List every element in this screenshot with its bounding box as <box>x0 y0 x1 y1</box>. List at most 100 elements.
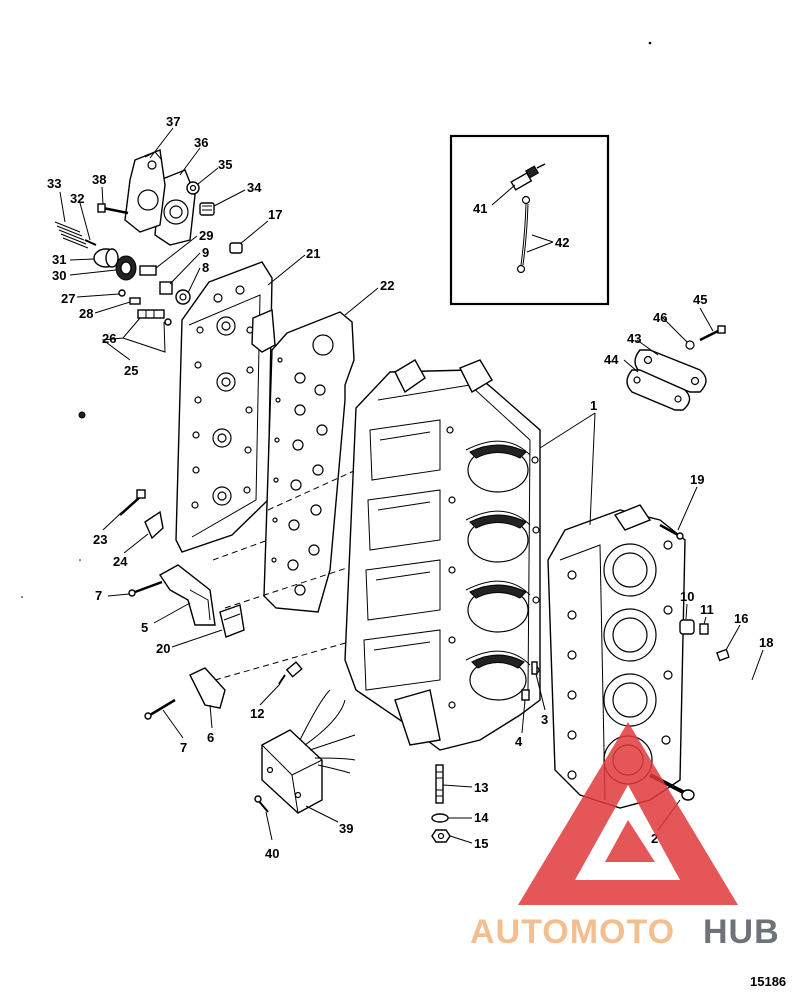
plug-part <box>679 619 709 635</box>
stud-13-part <box>435 764 444 804</box>
callout-19: 19 <box>690 472 704 487</box>
washer-46-part <box>685 340 695 350</box>
callout-17: 17 <box>268 207 282 222</box>
block-20-part <box>219 604 245 638</box>
gasket-44-part <box>626 369 691 411</box>
callout-30: 30 <box>52 268 66 283</box>
bracket-5-part <box>158 564 216 626</box>
callout-43: 43 <box>627 331 641 346</box>
callout-15: 15 <box>474 836 488 851</box>
leader-lines <box>59 127 764 844</box>
bolt-7a-part <box>128 580 163 597</box>
callout-7-lower: 7 <box>180 740 187 755</box>
bolt-45-part <box>699 325 726 342</box>
rectifier-39-part <box>261 689 356 814</box>
callout-36: 36 <box>194 135 208 150</box>
callout-34: 34 <box>247 180 262 195</box>
fitting-26-part <box>137 309 172 326</box>
callout-38: 38 <box>92 172 106 187</box>
callout-14: 14 <box>474 810 489 825</box>
callout-22: 22 <box>380 278 394 293</box>
inset-box <box>449 134 610 306</box>
screw-part-19 <box>659 523 684 540</box>
callout-33: 33 <box>47 176 61 191</box>
clamp-6-part <box>189 667 226 709</box>
bolt-38-part <box>97 203 129 215</box>
washer-14-part <box>431 813 449 823</box>
callout-41: 41 <box>473 201 487 216</box>
spring-33-part <box>54 221 89 249</box>
callout-labels: 1 2 3 4 5 6 7 7 8 9 10 11 12 13 14 15 16… <box>47 114 773 861</box>
callout-24: 24 <box>113 554 128 569</box>
alignment-line <box>267 469 357 511</box>
callout-3: 3 <box>541 712 548 727</box>
stray-dot <box>21 596 23 598</box>
watermark-logo: AUTOMOTO HUB <box>470 722 780 951</box>
callout-37: 37 <box>166 114 180 129</box>
alignment-line <box>224 564 357 609</box>
callout-7-upper: 7 <box>95 588 102 603</box>
alignment-line <box>212 539 269 561</box>
callout-4: 4 <box>515 734 523 749</box>
fitting-9-part <box>159 281 173 295</box>
gasket-part <box>263 311 355 613</box>
clip-24-part <box>144 510 164 540</box>
poppet-31-part <box>93 248 119 268</box>
alignment-line <box>214 639 357 681</box>
callout-29: 29 <box>199 228 213 243</box>
callout-44: 44 <box>604 352 619 367</box>
callout-12: 12 <box>250 706 264 721</box>
callout-42: 42 <box>555 235 569 250</box>
diaphragm-30-part <box>115 255 137 281</box>
fitting-29-part <box>139 265 157 276</box>
callout-40: 40 <box>265 846 279 861</box>
screw-40-part <box>254 795 269 813</box>
stray-dot <box>648 41 652 45</box>
watermark-text-part1: AUTOMOTO <box>470 913 675 951</box>
callout-21: 21 <box>306 246 320 261</box>
hose-25-part <box>78 314 119 419</box>
cover-plate-43-part <box>634 349 707 393</box>
callout-2: 2 <box>651 831 658 846</box>
callout-11: 11 <box>700 602 714 617</box>
callout-10: 10 <box>680 589 694 604</box>
sender-lead-part <box>516 195 531 274</box>
watermark-triangle <box>518 722 738 905</box>
stray-dot <box>79 559 81 561</box>
callout-26: 26 <box>102 331 116 346</box>
callout-1: 1 <box>590 398 597 413</box>
callout-39: 39 <box>339 821 353 836</box>
grommet-8-part <box>175 289 191 305</box>
callout-28: 28 <box>79 306 93 321</box>
fitting-27-part <box>118 289 126 297</box>
callout-45: 45 <box>693 292 707 307</box>
callout-32: 32 <box>70 191 84 206</box>
fitting-34-part <box>199 202 215 216</box>
callout-46: 46 <box>653 310 667 325</box>
grommet-35-part <box>186 181 200 195</box>
callout-6: 6 <box>207 730 214 745</box>
callout-23: 23 <box>93 532 107 547</box>
watermark-text-part2: HUB <box>703 913 780 951</box>
fitting-28-part <box>129 297 141 305</box>
bolt-7b-part <box>144 698 176 720</box>
bolt-23-part <box>119 489 146 516</box>
nut-15-part <box>431 829 451 843</box>
sensor-12-part <box>278 661 303 685</box>
callout-35: 35 <box>218 157 232 172</box>
callout-20: 20 <box>156 641 170 656</box>
callout-16: 16 <box>734 611 748 626</box>
callout-31: 31 <box>52 252 66 267</box>
callout-18: 18 <box>759 635 773 650</box>
plug-17-part <box>229 242 243 254</box>
callout-5: 5 <box>141 620 148 635</box>
callout-25: 25 <box>124 363 138 378</box>
pin-32-part <box>84 239 97 246</box>
thermostat-housing-part <box>124 149 166 233</box>
cylinder-block-part <box>344 359 541 751</box>
dowel-pin-part <box>521 661 538 701</box>
cover-plate-part <box>175 261 276 553</box>
callout-27: 27 <box>61 291 75 306</box>
callout-13: 13 <box>474 780 488 795</box>
